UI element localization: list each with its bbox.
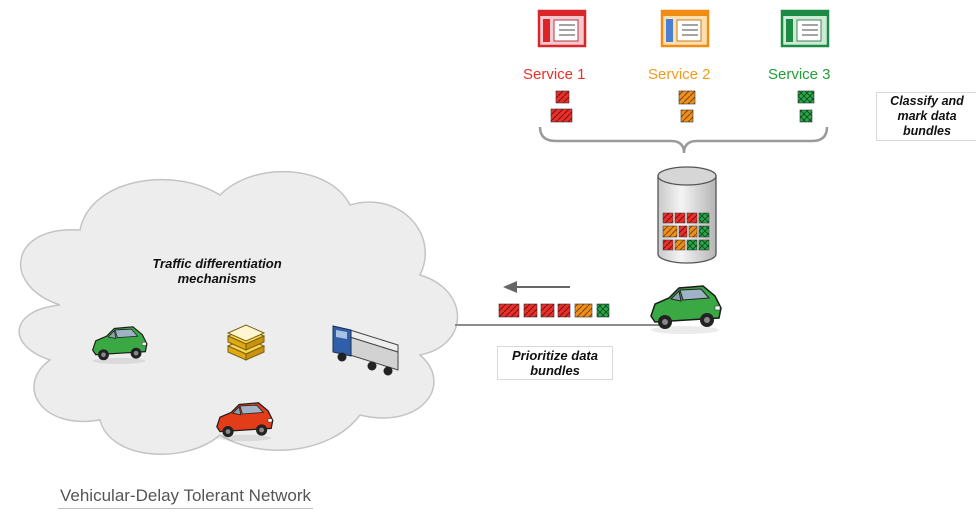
- prioritize-note-line-2: bundles: [530, 363, 580, 378]
- cloud-title: Traffic differentiation mechanisms: [136, 256, 298, 286]
- service2-bundles: [678, 90, 696, 123]
- bundle: [680, 109, 694, 123]
- service-2-label: Service 2: [648, 66, 711, 83]
- prioritize-note-line-1: Prioritize data: [512, 348, 598, 363]
- bundle: [555, 90, 570, 104]
- app-window-icon: [660, 9, 710, 48]
- app-window-icon: [780, 9, 830, 48]
- prioritize-note: Prioritize data bundles: [497, 346, 613, 380]
- stack-boxes-icon: [226, 324, 266, 361]
- cloud-title-line-2: mechanisms: [177, 271, 257, 286]
- bundle: [797, 90, 815, 104]
- bundle: [498, 303, 520, 318]
- bundle-queue: [498, 303, 610, 318]
- classify-note-line-2: mark data: [897, 109, 957, 123]
- bundle: [799, 109, 813, 123]
- cloud-title-line-1: Traffic differentiation: [152, 256, 282, 271]
- classify-note-line-1: Classify and: [890, 94, 964, 108]
- service3-bundles: [797, 90, 815, 123]
- service-3-label: Service 3: [768, 66, 831, 83]
- app-window-icon: [537, 9, 587, 48]
- bundle: [540, 303, 555, 318]
- arrow-left-icon: [503, 281, 570, 293]
- bundle: [678, 90, 696, 105]
- curly-brace: [538, 126, 829, 154]
- service1-bundles: [550, 90, 573, 123]
- database-cylinder-icon: [657, 166, 717, 264]
- truck-icon: [332, 325, 399, 376]
- bundle: [557, 303, 571, 318]
- classify-note-line-3: bundles: [903, 124, 951, 138]
- service-1-label: Service 1: [523, 66, 586, 83]
- classify-note: Classify and mark data bundles: [876, 92, 976, 141]
- bundle: [574, 303, 593, 318]
- network-label: Vehicular-Delay Tolerant Network: [58, 486, 314, 509]
- bundle: [523, 303, 538, 318]
- cloud-shape: [18, 170, 459, 455]
- bundle: [550, 108, 573, 123]
- car-icon: [650, 285, 722, 335]
- bundle: [596, 303, 610, 318]
